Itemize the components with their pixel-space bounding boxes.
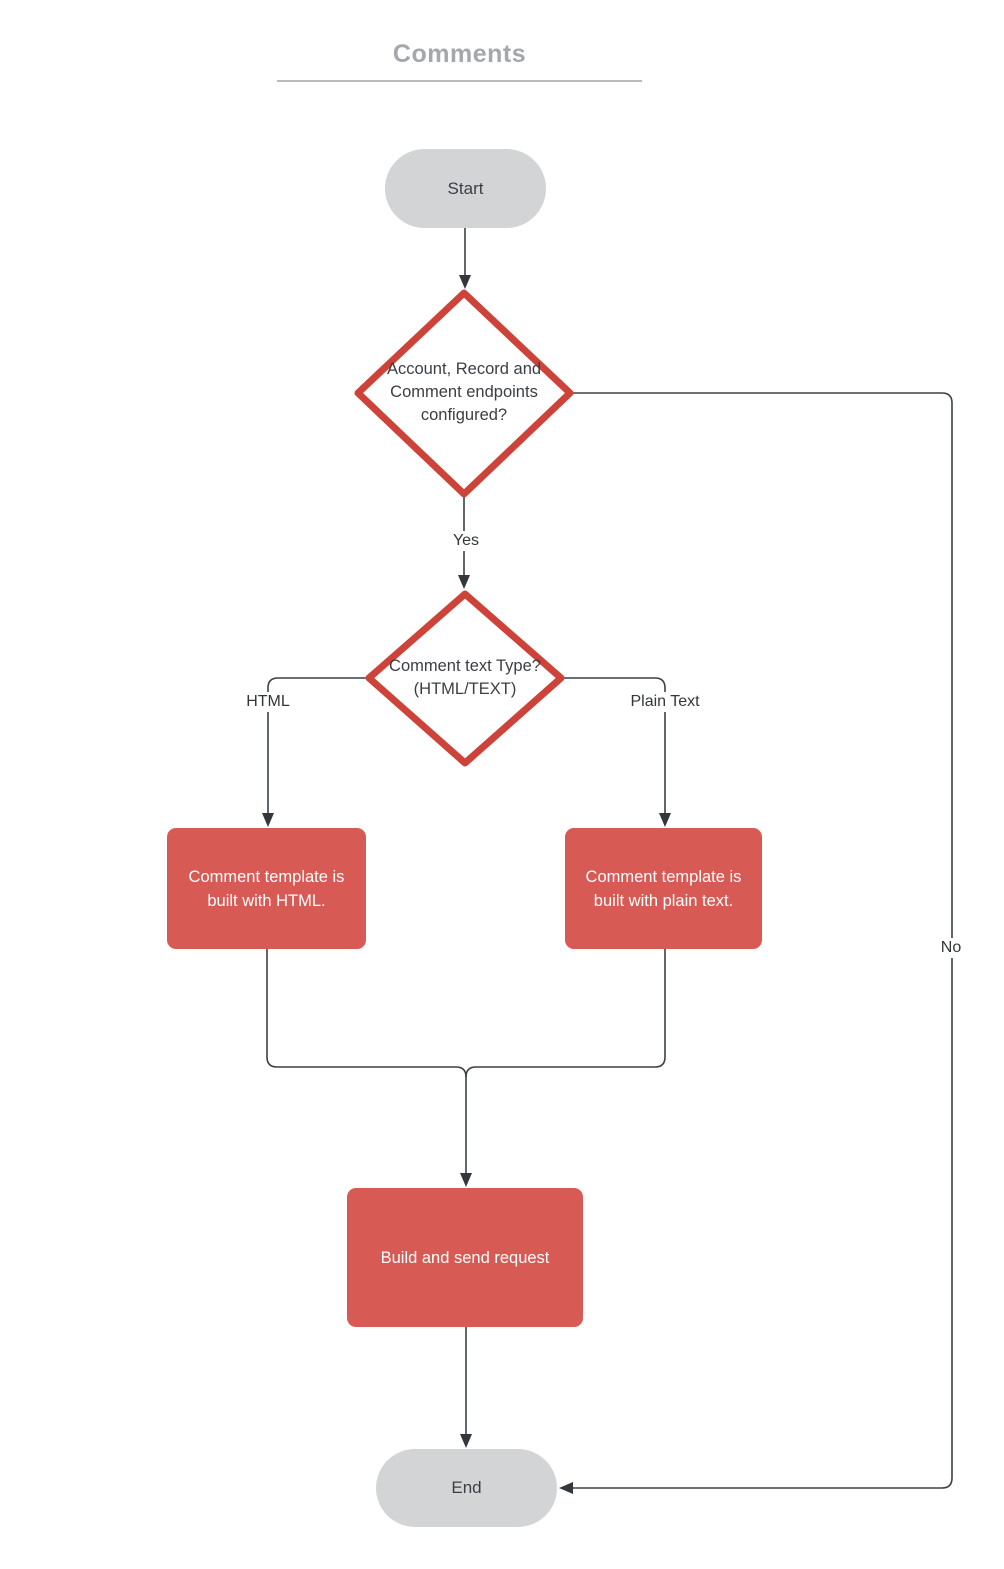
title-underline (277, 80, 642, 82)
arrowhead-html-box (262, 813, 274, 827)
edge-label-html: HTML (242, 692, 294, 712)
process-build-request-node: Build and send request (347, 1188, 583, 1327)
arrowhead-end-top (460, 1434, 472, 1448)
decision-endpoints-shape (354, 289, 574, 498)
edge-label-plain-text: Plain Text (626, 692, 704, 712)
arrowhead-plain-box (659, 813, 671, 827)
process-build-request-label: Build and send request (380, 1248, 550, 1267)
edge-label-yes: Yes (448, 531, 484, 551)
arrowhead-decision1 (459, 275, 471, 289)
end-node: End (376, 1449, 557, 1527)
edge-merge-left (266, 949, 467, 1078)
edge-merge-right (465, 949, 666, 1078)
decision-text-type-shape (365, 590, 565, 767)
process-plain-template-node: Comment template is built with plain tex… (565, 828, 762, 949)
page-title: Comments (392, 40, 527, 68)
arrowhead-decision2 (458, 575, 470, 589)
process-html-template-node: Comment template is built with HTML. (167, 828, 366, 949)
process-html-template-label: Comment template is built with HTML. (188, 867, 345, 910)
start-node: Start (385, 149, 546, 228)
start-node-label: Start (447, 178, 484, 198)
arrowhead-build-box (460, 1173, 472, 1187)
decision-text-type-node: Comment text Type? (HTML/TEXT) (389, 657, 541, 698)
arrowhead-end-right (559, 1482, 573, 1494)
edge-label-no: No (936, 938, 966, 958)
process-plain-template-label: Comment template is built with plain tex… (585, 867, 742, 910)
end-node-label: End (451, 1478, 482, 1497)
edge-plain-branch (563, 677, 666, 813)
decision-endpoints-node: Account, Record and Comment endpoints co… (386, 360, 542, 424)
edge-html-branch (267, 677, 367, 813)
